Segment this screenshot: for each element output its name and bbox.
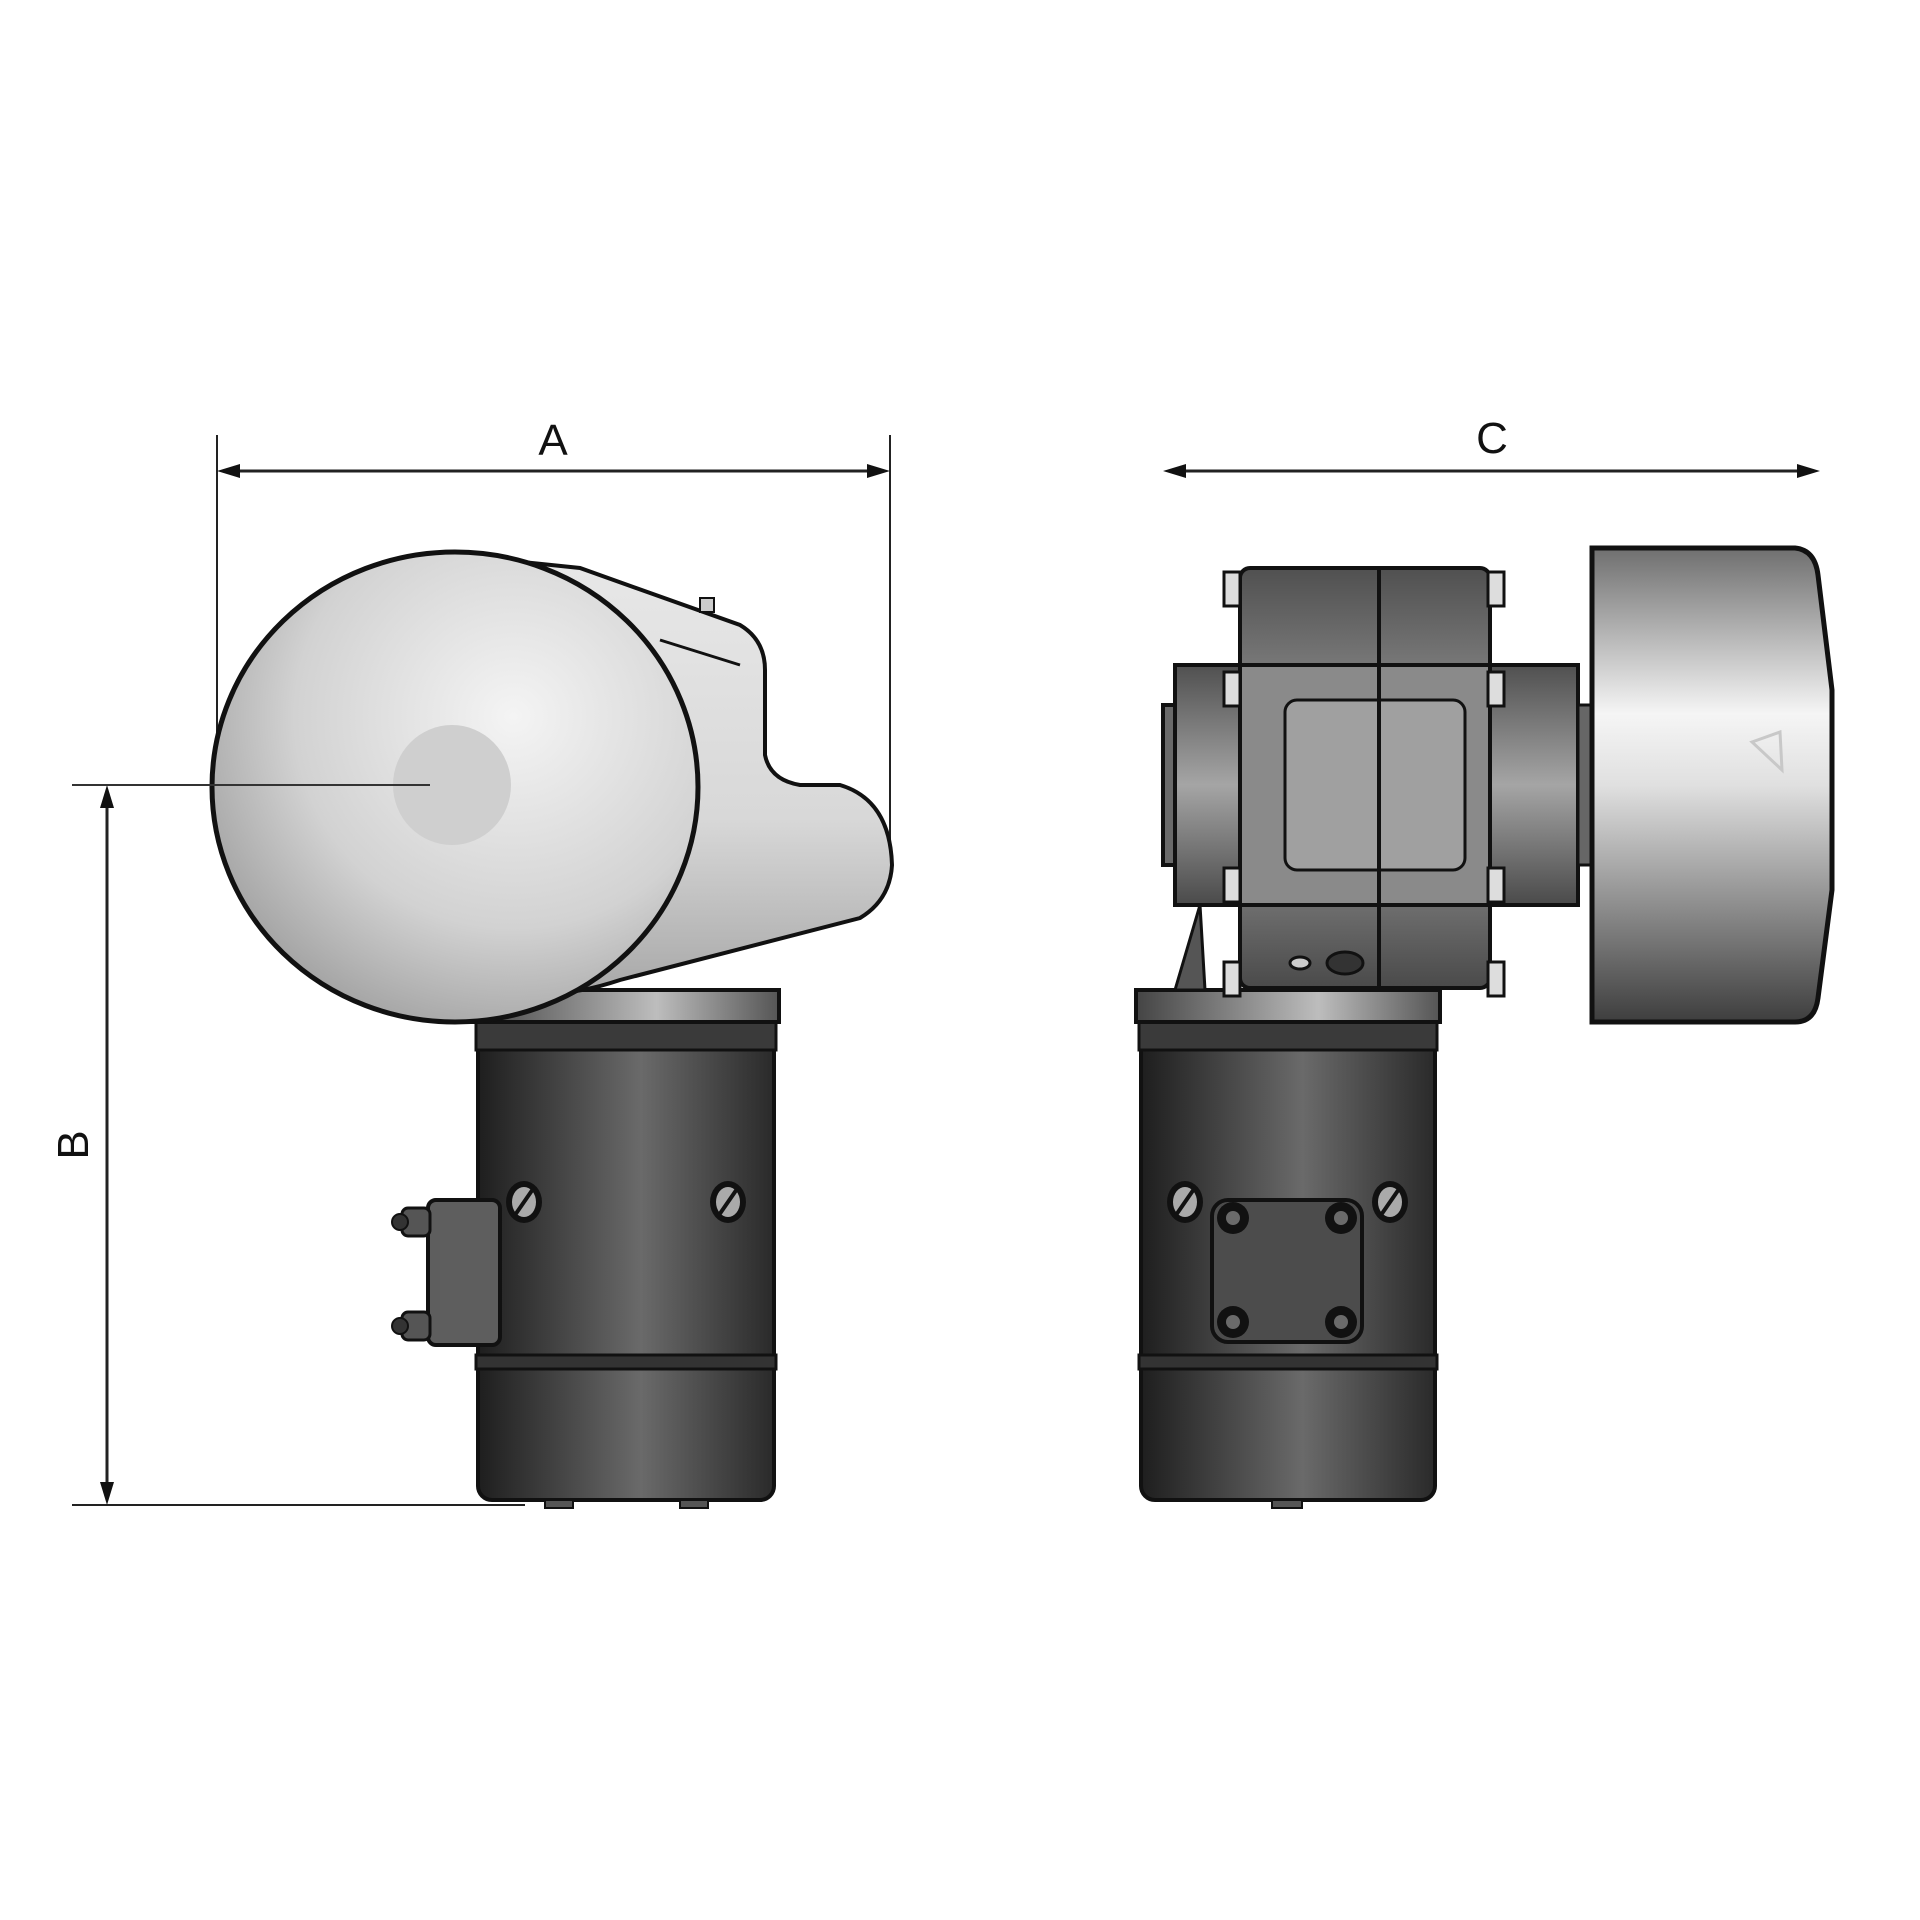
bolt-icon [1486, 960, 1506, 998]
bolt-icon [1486, 866, 1506, 904]
screw-icon [1372, 1181, 1408, 1223]
screw-icon [506, 1181, 542, 1223]
dimension-c: C [1163, 414, 1820, 478]
arrowhead-right-icon [867, 464, 890, 478]
bolt-icon [1486, 670, 1506, 708]
arrowhead-left-icon [1163, 464, 1186, 478]
bolt-icon [1222, 670, 1242, 708]
dimension-a-label: A [538, 416, 568, 465]
oil-plug-icon [1288, 950, 1365, 976]
terminal-nut-icon [391, 1310, 432, 1342]
hex-bolt-icon [1325, 1202, 1357, 1234]
arrowhead-up-icon [100, 785, 114, 808]
terminal-box [391, 1198, 502, 1347]
hex-bolt-icon [1217, 1202, 1249, 1234]
arrowhead-down-icon [100, 1482, 114, 1505]
dimension-c-label: C [1476, 414, 1508, 463]
side-view [72, 549, 895, 1509]
bolt-icon [1222, 866, 1242, 904]
drum-hub [393, 725, 511, 845]
arrowhead-right-icon [1797, 464, 1820, 478]
dimension-b-label: B [49, 1130, 98, 1159]
front-view [1134, 545, 1835, 1509]
motor-left [474, 1018, 778, 1509]
hex-bolt-icon [1325, 1306, 1357, 1338]
drum-right [1589, 545, 1835, 1025]
screw-icon [710, 1181, 746, 1223]
hex-bolt-icon [1217, 1306, 1249, 1338]
terminal-nut-icon [391, 1206, 432, 1238]
screw-icon [1167, 1181, 1203, 1223]
terminal-cover-plate [1210, 1198, 1364, 1344]
motor-flange [1134, 988, 1442, 1024]
arrowhead-left-icon [217, 464, 240, 478]
bolt-icon [1486, 570, 1506, 608]
bolt-icon [1222, 960, 1242, 998]
bolt-icon [699, 597, 715, 613]
motor-right [1137, 1018, 1439, 1509]
gearbox-right [1161, 566, 1594, 998]
direction-arrow-icon [1749, 729, 1784, 774]
bolt-icon [1222, 570, 1242, 608]
